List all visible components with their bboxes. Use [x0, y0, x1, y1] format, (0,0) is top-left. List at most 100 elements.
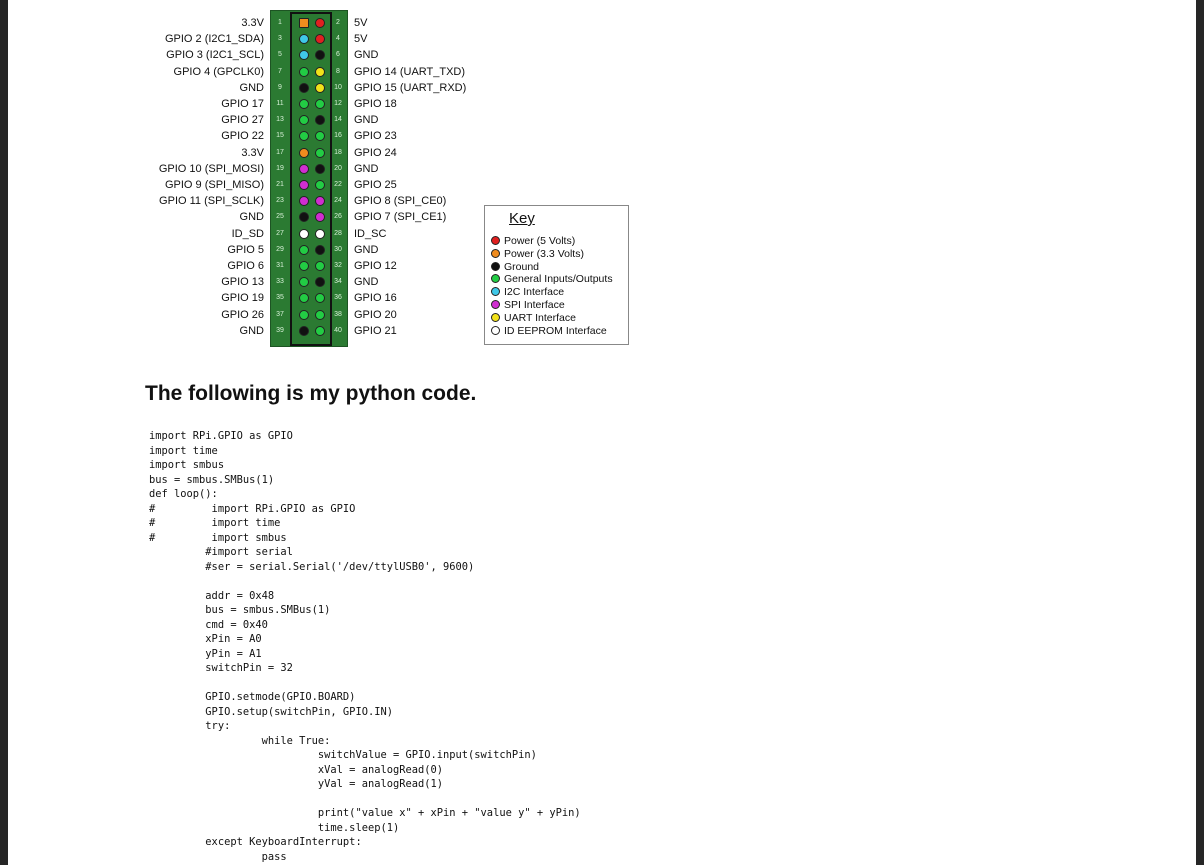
code-line: print("value x" + xPin + "value y" + yPi…	[149, 807, 581, 819]
pin-3	[299, 34, 309, 45]
key-item: Power (5 Volts)	[491, 235, 575, 248]
pin-17	[299, 147, 309, 158]
pin-number-20: 20	[334, 164, 342, 172]
pin-label-20: GND	[354, 162, 379, 175]
pin-6	[315, 50, 325, 61]
pin-number-5: 5	[278, 51, 282, 59]
key-title: Key	[509, 210, 535, 227]
key-swatch-icon	[491, 274, 500, 284]
pin-10	[315, 82, 325, 93]
code-line: # import smbus	[149, 531, 287, 544]
pin-number-30: 30	[334, 245, 342, 253]
pin-number-31: 31	[276, 262, 284, 269]
key-item-label: UART Interface	[504, 311, 576, 324]
key-item: UART Interface	[491, 312, 576, 325]
code-line: import smbus	[149, 459, 225, 471]
pin-label-34: GND	[354, 276, 379, 289]
code-line: # import time	[149, 517, 281, 529]
key-swatch-icon	[491, 325, 500, 335]
pin-24	[315, 196, 325, 207]
pin-number-35: 35	[276, 294, 284, 302]
pin-label-36: GPIO 16	[354, 292, 397, 305]
pin-label-18: GPIO 24	[354, 146, 397, 159]
pin-2	[315, 18, 325, 28]
pin-number-32: 32	[334, 262, 342, 269]
pin-label-38: GPIO 20	[354, 308, 397, 321]
pin-number-11: 11	[276, 100, 284, 107]
pin-label-31: GPIO 6	[227, 260, 264, 272]
pin-32	[315, 261, 325, 271]
code-line: import time	[149, 444, 218, 457]
pin-35	[299, 293, 309, 304]
pin-number-38: 38	[334, 310, 342, 318]
pin-26	[315, 212, 325, 223]
pin-14	[315, 115, 325, 126]
code-line: def loop():	[149, 488, 218, 500]
pin-number-29: 29	[276, 245, 284, 253]
pin-label-40: GPIO 21	[354, 324, 397, 337]
pin-label-30: GND	[354, 243, 379, 256]
code-line: #import serial	[149, 546, 293, 558]
key-item: Power (3.3 Volts)	[491, 248, 584, 261]
code-line	[149, 676, 581, 691]
code-line: xPin = A0	[149, 633, 262, 645]
pin-label-24: GPIO 8 (SPI_CE0)	[354, 195, 447, 208]
pin-label-29: GPIO 5	[227, 243, 264, 256]
code-line: except KeyboardInterrupt:	[149, 836, 362, 848]
pin-label-39: GND	[239, 324, 264, 337]
pin-label-22: GPIO 25	[354, 179, 397, 191]
pin-label-32: GPIO 12	[354, 260, 397, 272]
pin-number-12: 12	[334, 100, 342, 107]
pin-1	[299, 18, 309, 28]
pin-30	[315, 244, 325, 255]
key-swatch-icon	[491, 287, 500, 297]
pin-4	[315, 34, 325, 45]
window-edge-right	[1196, 0, 1204, 865]
key-item-label: SPI Interface	[504, 299, 565, 311]
pin-label-9: GND	[239, 81, 264, 94]
pin-number-8: 8	[336, 67, 340, 75]
pin-label-28: ID_SC	[354, 227, 387, 240]
pin-number-6: 6	[336, 51, 340, 59]
pin-number-14: 14	[334, 116, 342, 124]
pin-number-9: 9	[278, 83, 282, 91]
pin-label-26: GPIO 7 (SPI_CE1)	[354, 211, 447, 224]
code-line	[149, 792, 581, 807]
key-swatch-icon	[491, 261, 500, 271]
pin-label-10: GPIO 15 (UART_RXD)	[354, 81, 467, 94]
key-item-label: ID EEPROM Interface	[504, 324, 607, 337]
key-item-label: I2C Interface	[504, 286, 565, 299]
pin-label-27: ID_SD	[231, 227, 264, 240]
code-line: yVal = analogRead(1)	[149, 778, 444, 790]
pin-11	[299, 99, 309, 109]
pin-label-33: GPIO 13	[221, 276, 264, 289]
pin-22	[315, 180, 325, 190]
pin-number-3: 3	[278, 35, 282, 43]
key-item: General Inputs/Outputs	[491, 273, 613, 286]
code-line: while True:	[149, 734, 331, 747]
pin-number-36: 36	[334, 294, 342, 302]
pin-39	[299, 325, 309, 336]
pin-label-7: GPIO 4 (GPCLK0)	[173, 65, 264, 78]
pin-label-13: GPIO 27	[221, 114, 264, 127]
key-swatch-icon	[491, 236, 500, 245]
pin-label-35: GPIO 19	[221, 292, 264, 305]
pin-number-22: 22	[334, 181, 342, 188]
key-swatch-icon	[491, 248, 500, 258]
pin-label-21: GPIO 9 (SPI_MISO)	[164, 179, 264, 191]
pin-label-5: GPIO 3 (I2C1_SCL)	[166, 49, 264, 62]
pin-number-26: 26	[334, 213, 342, 221]
window-edge-left	[0, 0, 8, 865]
pin-number-28: 28	[334, 229, 342, 237]
pin-label-11: GPIO 17	[221, 98, 264, 110]
pin-number-16: 16	[334, 132, 342, 140]
pin-13	[299, 115, 309, 126]
pin-number-17: 17	[276, 148, 284, 156]
pinout-key: Key Power (5 Volts)Power (3.3 Volts)Grou…	[484, 205, 629, 345]
pin-label-14: GND	[354, 114, 379, 127]
pin-37	[299, 309, 309, 320]
code-line: bus = smbus.SMBus(1)	[149, 473, 275, 486]
pin-label-19: GPIO 10 (SPI_MOSI)	[158, 162, 264, 175]
pin-label-25: GND	[239, 211, 264, 224]
pin-20	[315, 163, 325, 174]
